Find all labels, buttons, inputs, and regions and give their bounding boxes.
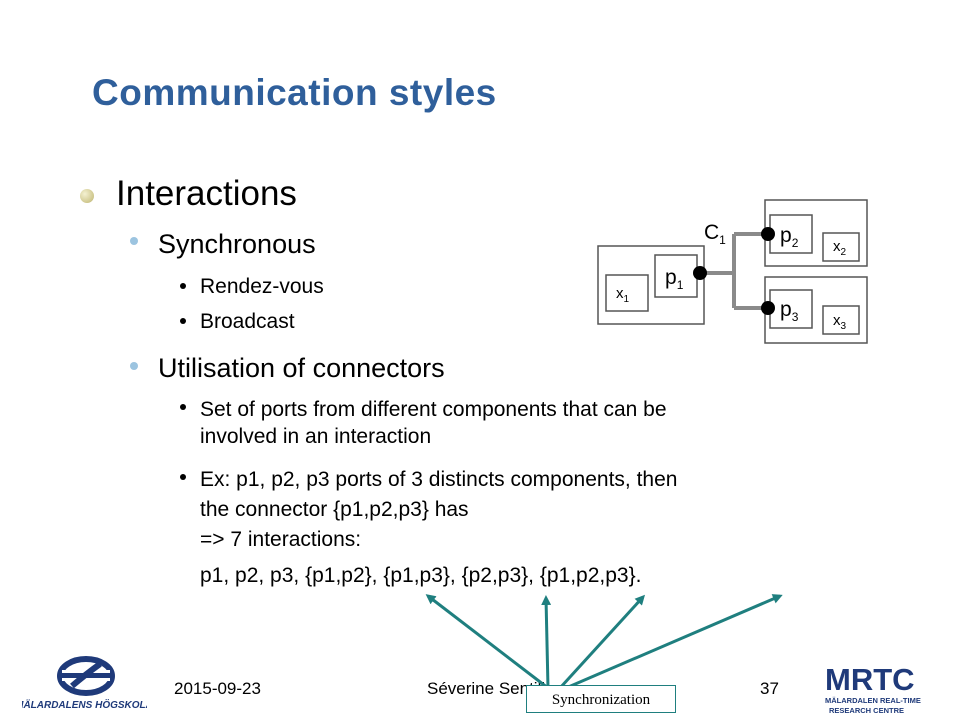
x1-box <box>605 274 649 312</box>
p2-label: p2 <box>780 224 799 250</box>
bullet-ports-line2: involved in an interaction <box>200 425 432 448</box>
bullet-dot <box>180 404 186 410</box>
arrow-to-p2p3 <box>558 594 646 690</box>
bullet-dot <box>180 283 186 289</box>
bullet-utilisation: Utilisation of connectors <box>158 353 445 383</box>
mdh-logo: MÄLARDALENS HÖGSKOLA <box>22 656 147 711</box>
bullet-rendezvous: Rendez-vous <box>200 275 324 298</box>
synchronization-label: Synchronization <box>526 685 676 713</box>
slide-title: Communication styles <box>92 72 497 113</box>
p3-box <box>769 289 813 329</box>
bullet-ex-line4: p1, p2, p3, {p1,p2}, {p1,p3}, {p2,p3}, {… <box>200 564 642 587</box>
footer-date: 2015-09-23 <box>174 679 261 698</box>
bullet-ex-line2: the connector {p1,p2,p3} has <box>200 498 469 521</box>
bullet-ex-line1: Ex: p1, p2, p3 ports of 3 distincts comp… <box>200 468 678 491</box>
p2-port-dot <box>761 227 775 241</box>
bullet-ex-line3: => 7 interactions: <box>200 528 362 551</box>
mrtc-logo: MRTC MÄLARDALEN REAL-TIME RESEARCH CENTR… <box>825 662 921 715</box>
bullet-dot <box>130 237 138 245</box>
bullet-dot <box>80 189 94 203</box>
footer-page-number: 37 <box>760 679 779 698</box>
bullet-synchronous: Synchronous <box>158 229 316 259</box>
x2-box <box>822 232 860 262</box>
p1-port-dot <box>693 266 707 280</box>
bullet-ports-line1: Set of ports from different components t… <box>200 398 667 421</box>
x1-label: x1 <box>616 285 630 305</box>
bullet-dot <box>180 318 186 324</box>
connector-diagram: C1 p1 p2 p3 x1 x2 x3 <box>597 199 868 344</box>
p1-label: p1 <box>665 266 684 292</box>
x2-label: x2 <box>833 238 847 258</box>
p3-label: p3 <box>780 298 799 324</box>
bullet-interactions: Interactions <box>116 174 297 213</box>
svg-text:MRTC: MRTC <box>825 662 915 697</box>
bullet-dot <box>130 362 138 370</box>
x3-box <box>822 305 860 335</box>
x3-label: x3 <box>833 312 847 332</box>
svg-text:MÄLARDALENS HÖGSKOLA: MÄLARDALENS HÖGSKOLA <box>22 698 147 711</box>
arrow-to-p1p2p3 <box>565 594 783 690</box>
p3-port-dot <box>761 301 775 315</box>
svg-text:RESEARCH CENTRE: RESEARCH CENTRE <box>829 706 904 715</box>
connector-c1-label: C1 <box>704 221 726 247</box>
svg-text:MÄLARDALEN REAL-TIME: MÄLARDALEN REAL-TIME <box>825 696 921 705</box>
arrow-to-p1p2 <box>425 594 549 690</box>
bullet-dot <box>180 474 186 480</box>
bullet-broadcast: Broadcast <box>200 310 295 333</box>
arrow-to-p1p3 <box>541 595 552 689</box>
